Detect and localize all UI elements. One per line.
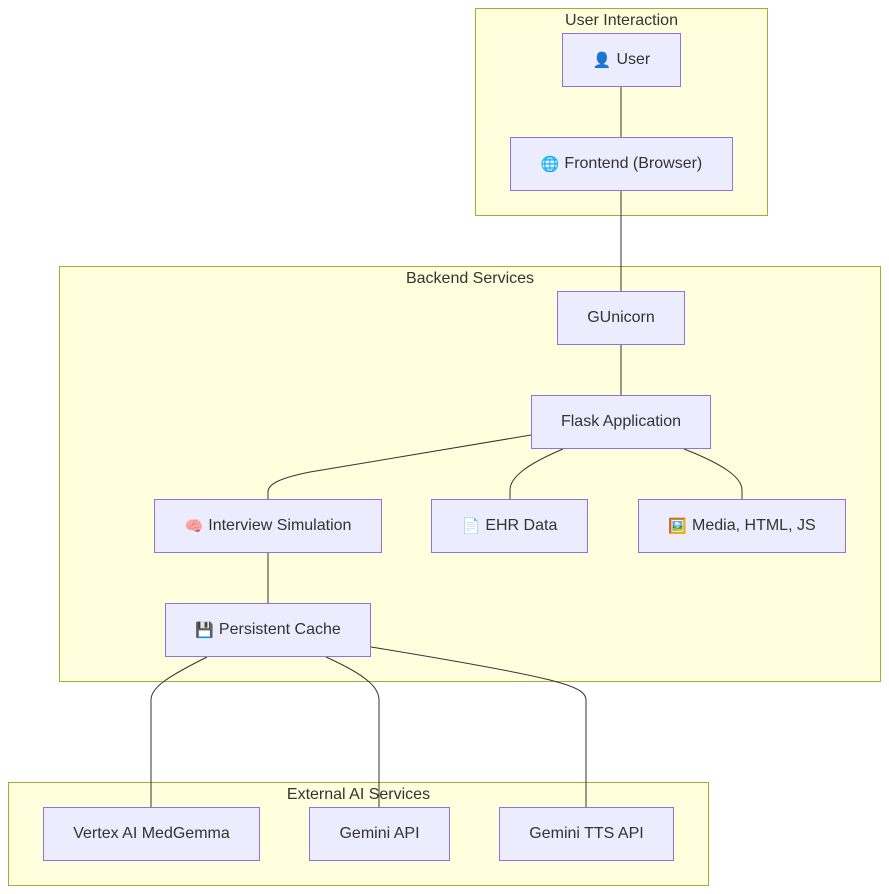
- user-icon: 👤: [592, 50, 612, 69]
- node-ehr-data[interactable]: 📄 EHR Data: [431, 499, 588, 553]
- node-flask-application[interactable]: Flask Application: [531, 395, 711, 449]
- cluster-title-backend-services: Backend Services: [405, 270, 535, 287]
- brain-icon: 🧠: [184, 516, 204, 535]
- node-ehr-label: EHR Data: [485, 517, 558, 534]
- node-user-label: User: [616, 51, 651, 68]
- node-vertex-ai-medgemma[interactable]: Vertex AI MedGemma: [43, 807, 260, 861]
- node-gemini-tts-api[interactable]: Gemini TTS API: [499, 807, 674, 861]
- cluster-title-user-interaction: User Interaction: [565, 12, 678, 29]
- picture-icon: 🖼️: [668, 516, 688, 535]
- node-media-html-js[interactable]: 🖼️ Media, HTML, JS: [638, 499, 846, 553]
- node-flask-label: Flask Application: [560, 413, 682, 430]
- node-gemini-api[interactable]: Gemini API: [309, 807, 450, 861]
- node-user[interactable]: 👤 User: [562, 33, 681, 87]
- node-gunicorn[interactable]: GUnicorn: [557, 291, 685, 345]
- node-gemini-tts-label: Gemini TTS API: [529, 825, 644, 842]
- cluster-title-external-ai-services: External AI Services: [286, 786, 431, 803]
- node-cache-label: Persistent Cache: [218, 621, 341, 638]
- node-interview-label: Interview Simulation: [208, 517, 352, 534]
- floppy-disk-icon: 💾: [195, 620, 214, 639]
- node-vertex-label: Vertex AI MedGemma: [73, 825, 230, 842]
- node-frontend-label: Frontend (Browser): [564, 155, 703, 172]
- node-media-label: Media, HTML, JS: [692, 517, 816, 534]
- node-interview-simulation[interactable]: 🧠 Interview Simulation: [154, 499, 382, 553]
- node-persistent-cache[interactable]: 💾 Persistent Cache: [165, 603, 371, 657]
- globe-icon: 🌐: [540, 154, 560, 173]
- document-icon: 📄: [461, 516, 481, 535]
- node-frontend[interactable]: 🌐 Frontend (Browser): [510, 137, 733, 191]
- node-gemini-label: Gemini API: [339, 825, 420, 842]
- node-gunicorn-label: GUnicorn: [587, 309, 655, 326]
